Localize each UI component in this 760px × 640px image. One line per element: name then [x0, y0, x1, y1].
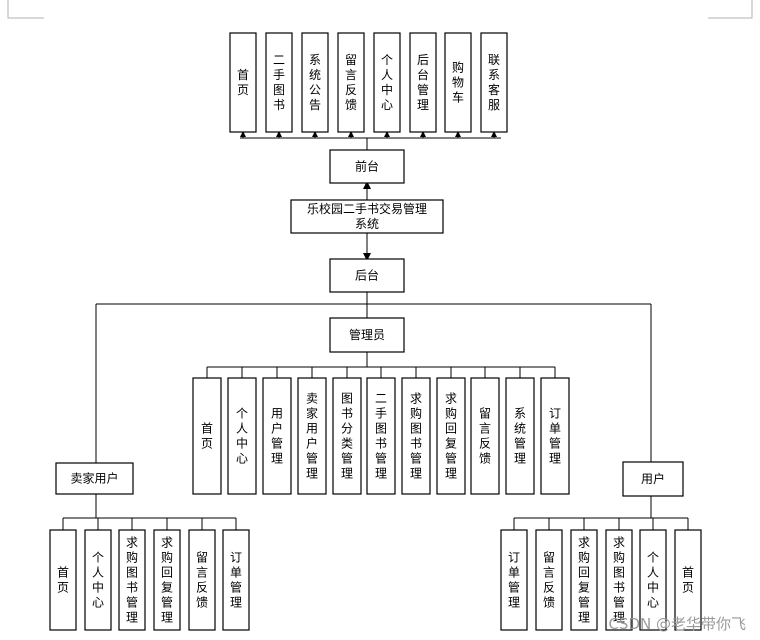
front-module-2: 二手图书	[265, 32, 293, 133]
front-module-5: 个人中心	[373, 32, 401, 133]
system-node-label: 乐校园二手书交易管理	[307, 201, 427, 216]
seller-module-6: 订单管理	[222, 529, 250, 631]
admin-module-7: 求购图书管理	[401, 377, 431, 495]
user-module-6-label: 首页	[682, 566, 694, 595]
front-node: 前台	[329, 149, 405, 184]
front-module-1: 首页	[229, 32, 257, 133]
admin-module-5-label: 图书分类管理	[341, 392, 353, 481]
seller-node-label: 卖家用户	[70, 471, 118, 486]
user-module-6: 首页	[674, 529, 702, 631]
seller-module-4: 求购回复管理	[153, 529, 181, 631]
admin-module-4-label: 卖家用户管理	[306, 392, 318, 481]
admin-module-11: 订单管理	[540, 377, 570, 495]
admin-module-4: 卖家用户管理	[297, 377, 327, 495]
admin-module-8: 求购回复管理	[436, 377, 466, 495]
user-module-2: 留言反馈	[535, 529, 563, 631]
admin-module-9: 留言反馈	[470, 377, 500, 495]
front-module-7: 购物车	[444, 32, 472, 133]
front-module-8: 联系客服	[480, 32, 508, 133]
admin-node: 管理员	[329, 317, 405, 353]
front-module-4-label: 留言反馈	[345, 53, 357, 112]
admin-module-7-label: 求购图书管理	[410, 392, 422, 481]
seller-module-3: 求购图书管理	[118, 529, 146, 631]
back-node-label: 后台	[355, 268, 379, 283]
user-module-3-label: 求购回复管理	[578, 536, 590, 625]
user-node: 用户	[622, 461, 684, 497]
front-module-7-label: 购物车	[452, 60, 464, 105]
admin-module-1: 首页	[192, 377, 222, 495]
user-module-4: 求购图书管理	[605, 529, 633, 631]
front-module-8-label: 联系客服	[488, 53, 500, 112]
seller-module-2: 个人中心	[84, 529, 112, 631]
admin-module-3-label: 用户管理	[271, 407, 283, 466]
front-node-label: 前台	[355, 159, 379, 174]
admin-module-11-label: 订单管理	[549, 407, 561, 466]
user-module-3: 求购回复管理	[570, 529, 598, 631]
user-module-5-label: 个人中心	[647, 551, 659, 610]
front-module-6-label: 后台管理	[417, 53, 429, 112]
admin-module-6-label: 二手图书管理	[375, 392, 387, 481]
user-module-4-label: 求购图书管理	[613, 536, 625, 625]
admin-module-8-label: 求购回复管理	[445, 392, 457, 481]
front-module-2-label: 二手图书	[273, 53, 285, 112]
back-node: 后台	[329, 258, 405, 293]
front-module-3: 系统公告	[301, 32, 329, 133]
seller-module-1: 首页	[49, 529, 77, 631]
page-corner-marks	[7, 0, 753, 19]
front-module-6: 后台管理	[409, 32, 437, 133]
seller-module-2-label: 个人中心	[92, 551, 104, 610]
seller-module-4-label: 求购回复管理	[161, 536, 173, 625]
admin-module-2: 个人中心	[227, 377, 257, 495]
front-module-5-label: 个人中心	[381, 53, 393, 112]
admin-module-1-label: 首页	[201, 422, 213, 451]
admin-module-6: 二手图书管理	[366, 377, 396, 495]
front-module-3-label: 系统公告	[309, 53, 321, 112]
seller-node: 卖家用户	[55, 462, 134, 495]
seller-module-6-label: 订单管理	[230, 551, 242, 610]
user-module-1-label: 订单管理	[508, 551, 520, 610]
user-node-label: 用户	[641, 471, 665, 486]
seller-module-5: 留言反馈	[188, 529, 216, 631]
watermark: CSDN @老华带你飞	[608, 615, 746, 633]
admin-module-10: 系统管理	[505, 377, 535, 495]
user-module-2-label: 留言反馈	[543, 551, 555, 610]
front-module-1-label: 首页	[237, 68, 249, 97]
front-module-4: 留言反馈	[337, 32, 365, 133]
admin-module-2-label: 个人中心	[236, 407, 248, 466]
user-module-1: 订单管理	[500, 529, 528, 631]
system-node-label: 系统	[355, 217, 379, 231]
seller-module-5-label: 留言反馈	[196, 551, 208, 610]
admin-module-9-label: 留言反馈	[479, 407, 491, 466]
user-module-5: 个人中心	[639, 529, 667, 631]
connector-lines	[62, 131, 689, 530]
admin-module-10-label: 系统管理	[514, 407, 526, 466]
admin-module-3: 用户管理	[262, 377, 292, 495]
admin-module-5: 图书分类管理	[332, 377, 362, 495]
seller-module-3-label: 求购图书管理	[126, 536, 138, 625]
seller-module-1-label: 首页	[57, 566, 69, 595]
admin-node-label: 管理员	[349, 327, 385, 342]
